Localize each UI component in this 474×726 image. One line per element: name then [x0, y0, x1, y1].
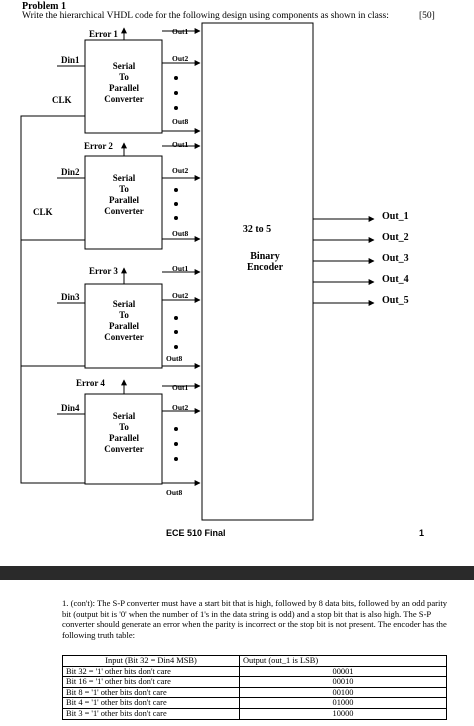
encoder-output-1: Out_1 — [382, 211, 409, 222]
svg-text:Out1: Out1 — [172, 264, 189, 273]
sp-converter-1: Serial To Parallel Converter Din1 Error … — [57, 27, 201, 134]
encoder-label-line3: Encoder — [247, 262, 284, 273]
svg-text:To: To — [119, 310, 129, 320]
table-cell-input: Bit 16 = '1' other bits don't care — [62, 676, 240, 688]
table-header-row: Input (Bit 32 = Din4 MSB) Output (out_1 … — [62, 655, 447, 667]
table-cell-output: 10000 — [239, 707, 447, 720]
table-cell-input: Bit 3 = '1' other bits don't care — [62, 707, 240, 720]
svg-text:Converter: Converter — [104, 444, 143, 454]
svg-text:Serial: Serial — [113, 411, 136, 421]
exam-footer-label: ECE 510 Final — [166, 528, 226, 538]
table-cell-input: Bit 8 = '1' other bits don't care — [62, 686, 240, 699]
svg-text:Parallel: Parallel — [109, 321, 139, 331]
svg-text:Serial: Serial — [113, 173, 136, 183]
table-row: Bit 16 = '1' other bits don't care 00010 — [62, 676, 447, 688]
svg-text:Converter: Converter — [104, 332, 143, 342]
encoder-output-5: Out_5 — [382, 295, 409, 306]
svg-text:Out1: Out1 — [172, 27, 189, 36]
error-label-4: Error 4 — [76, 378, 105, 388]
table-row: Bit 8 = '1' other bits don't care 00100 — [62, 686, 447, 699]
svg-text:Parallel: Parallel — [109, 433, 139, 443]
table-cell-output: 00001 — [239, 665, 447, 678]
encoder-output-2: Out_2 — [382, 232, 409, 243]
encoder-output-4: Out_4 — [382, 274, 409, 285]
clk-label-1: CLK — [52, 95, 72, 105]
table-cell-input: Bit 32 = '1' other bits don't care — [62, 665, 240, 678]
svg-text:Out8: Out8 — [172, 117, 189, 126]
sp-converter-4: Serial To Parallel Converter Din4 Error … — [57, 378, 201, 497]
error-label-1: Error 1 — [89, 29, 118, 39]
din-label-2: Din2 — [61, 167, 80, 177]
table-cell-input: Bit 4 = '1' other bits don't care — [62, 697, 240, 709]
table-row: Bit 32 = '1' other bits don't care 00001 — [62, 665, 447, 678]
encoder-label-line1: 32 to 5 — [243, 224, 271, 235]
page-number: 1 — [419, 528, 425, 538]
encoder-box — [201, 22, 314, 521]
continuation-paragraph: 1. (con't): The S-P converter must have … — [62, 598, 448, 640]
sp-converter-2: Serial To Parallel Converter Din2 Error … — [57, 140, 201, 250]
clk-label-2: CLK — [33, 207, 53, 217]
svg-text:Out2: Out2 — [172, 54, 189, 63]
svg-text:Serial: Serial — [113, 61, 136, 71]
problem-title: Problem 1 — [22, 1, 66, 12]
block-diagram: 32 to 5 Binary Encoder Out_1 Out_2 Out_3… — [20, 22, 409, 521]
error-label-3: Error 3 — [89, 266, 118, 276]
din-label-1: Din1 — [61, 55, 80, 65]
encoder-output-arrows — [313, 216, 375, 306]
table-cell-output: 00100 — [239, 686, 447, 699]
svg-text:To: To — [119, 422, 129, 432]
clk-wiring — [20, 115, 85, 484]
svg-text:Out2: Out2 — [172, 403, 189, 412]
svg-text:Out2: Out2 — [172, 291, 189, 300]
encoder-output-3: Out_3 — [382, 253, 409, 264]
svg-text:Serial: Serial — [113, 299, 136, 309]
encoder-truth-table: Input (Bit 32 = Din4 MSB) Output (out_1 … — [62, 655, 447, 720]
svg-text:Parallel: Parallel — [109, 83, 139, 93]
svg-text:Out8: Out8 — [172, 229, 189, 238]
svg-text:Parallel: Parallel — [109, 195, 139, 205]
svg-text:To: To — [119, 72, 129, 82]
svg-text:Out2: Out2 — [172, 166, 189, 175]
table-row: Bit 3 = '1' other bits don't care 10000 — [62, 707, 447, 720]
error-label-2: Error 2 — [84, 141, 113, 151]
problem-points: [50] — [419, 11, 435, 21]
table-cell-output: 00010 — [239, 676, 447, 688]
problem-instruction: Write the hierarchical VHDL code for the… — [22, 11, 389, 21]
svg-text:Out1: Out1 — [172, 140, 189, 149]
din-label-4: Din4 — [61, 403, 80, 413]
table-cell-output: 01000 — [239, 697, 447, 709]
svg-text:Converter: Converter — [104, 206, 143, 216]
encoder-label-line2: Binary — [250, 251, 279, 262]
sp-converter-3: Serial To Parallel Converter Din3 Error … — [57, 264, 201, 369]
table-header-input: Input (Bit 32 = Din4 MSB) — [62, 655, 240, 667]
svg-text:Out8: Out8 — [166, 354, 183, 363]
table-row: Bit 4 = '1' other bits don't care 01000 — [62, 697, 447, 709]
svg-text:To: To — [119, 184, 129, 194]
svg-text:Out1: Out1 — [172, 383, 189, 392]
din-label-3: Din3 — [61, 292, 80, 302]
page-separator — [0, 566, 474, 580]
svg-text:Out8: Out8 — [166, 488, 183, 497]
svg-text:Converter: Converter — [104, 94, 143, 104]
table-header-output: Output (out_1 is LSB) — [239, 655, 447, 667]
